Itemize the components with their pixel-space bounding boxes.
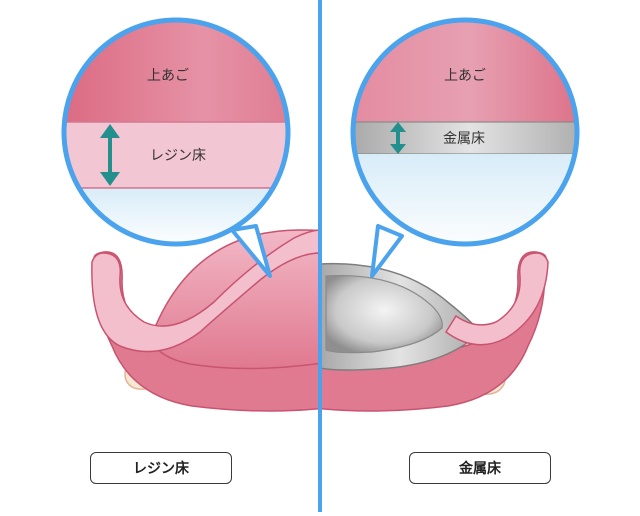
resin-rim-right bbox=[444, 252, 549, 346]
zoom-base-label-left: レジン床 bbox=[150, 148, 206, 164]
zoom-pointer-right bbox=[370, 224, 404, 278]
metal-bowl-right bbox=[325, 274, 443, 354]
zoom-pointer-left bbox=[230, 224, 272, 278]
zoom-upper-label-left: 上あご bbox=[147, 68, 189, 84]
thickness-arrow-left bbox=[100, 124, 120, 186]
center-divider bbox=[318, 0, 322, 512]
metal-denture-illustration bbox=[320, 251, 549, 412]
thickness-arrow-right bbox=[390, 122, 406, 154]
zoom-base-label-right: 金属床 bbox=[443, 131, 485, 147]
caption-resin-denture: レジン床 bbox=[90, 452, 232, 484]
zoom-circle-right: 上あご 金属床 bbox=[350, 17, 580, 278]
resin-denture-illustration bbox=[91, 229, 320, 412]
caption-metal-denture: 金属床 bbox=[409, 452, 551, 484]
metal-band-right bbox=[353, 121, 577, 155]
zoom-upper-label-right: 上あご bbox=[444, 68, 486, 84]
